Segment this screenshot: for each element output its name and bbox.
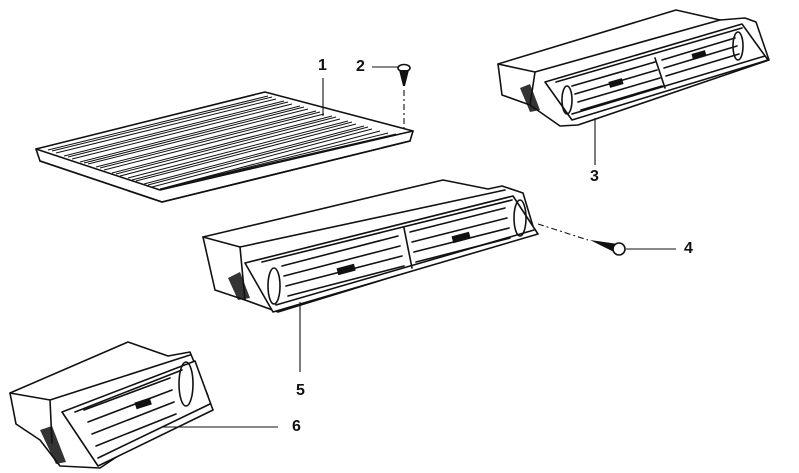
callout-3: 3 xyxy=(590,168,599,185)
screw-part-2 xyxy=(397,63,411,132)
vent-part-3 xyxy=(497,9,770,165)
callout-5: 5 xyxy=(296,382,305,399)
screw-part-4 xyxy=(590,240,676,256)
vent-part-5 xyxy=(202,179,589,372)
grille-part-1 xyxy=(35,91,414,203)
vent-part-6 xyxy=(9,341,278,469)
callout-1: 1 xyxy=(318,57,327,74)
callout-6: 6 xyxy=(292,418,301,435)
callout-2: 2 xyxy=(356,58,365,75)
callout-4: 4 xyxy=(684,240,693,257)
